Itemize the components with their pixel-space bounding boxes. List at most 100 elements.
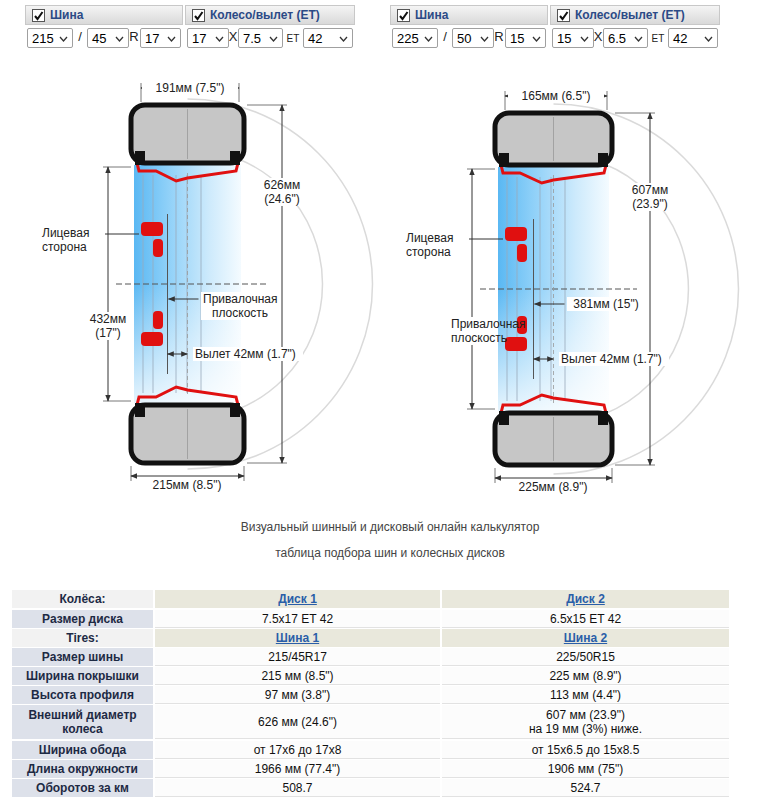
center-line [553,175,554,403]
dimension-label: 191мм (7.5") [142,81,238,95]
checkbox-tick [560,12,568,19]
center-line [480,289,637,290]
select-value: 42 [308,31,322,46]
select-box: 42 [668,28,718,48]
option-header: Шина [390,5,548,25]
tire-section [131,405,244,463]
dropdown-chevron [168,37,175,41]
tire-center [553,117,554,161]
select-value: 15 [510,31,524,46]
table-value: 215/45R17 [268,650,327,664]
table-cell: Tires: [12,629,153,647]
table-cell: Диск 2 [442,590,729,608]
checkbox [397,9,410,22]
disc-section [517,244,527,262]
select-value: 6.5 [608,31,626,46]
table-value: 524.7 [570,781,600,795]
table-cell: Размер диска [12,610,153,628]
leader-line [105,234,139,235]
table-cell: 6.5x15 ET 42 [442,610,729,628]
disc-section [153,239,163,257]
checkbox [32,9,45,22]
table-heading: Диск 2 [566,592,605,606]
dropdown-arrow [634,36,643,42]
dimension-label: 432мм (17") [85,312,131,340]
dimension-line [650,113,651,465]
table-heading: Размер диска [42,612,123,626]
offset-arrow [168,354,188,355]
select-box: 17 [140,28,181,48]
dropdown-chevron [533,37,540,41]
mounting-plane [533,219,534,379]
checkbox-tick [35,12,43,19]
dropdown-chevron [340,37,347,41]
table-cell: Внешний диаметр колеса [12,705,153,739]
select-box: 15 [552,28,594,48]
table-cell: Оборотов за км [12,779,153,797]
table-cell: 215 мм (8.5") [155,667,440,685]
dimension-label: 225мм (8.9") [503,480,603,494]
extension-line [131,466,132,481]
table-heading: Диск 1 [278,592,317,606]
dimension-label: Вылет 42мм (1.7") [193,347,303,361]
select-value: 215 [32,31,54,46]
table-heading: Длина окружности [27,762,138,776]
table-cell: Ширина покрышки [12,667,153,685]
tire-center [187,409,188,459]
tire-bead [230,403,240,417]
table-value: 215 мм (8.5") [261,669,333,683]
size-separator: / [73,30,87,44]
header-label: Шина [415,8,448,22]
size-separator: ET [283,32,303,46]
table-cell: 626 мм (24.6") [155,705,440,739]
table-cell: 508.7 [155,779,440,797]
tire-bead [135,403,145,417]
select-value: 15 [557,31,571,46]
dropdown-arrow [532,36,541,42]
table-value: 508.7 [282,781,312,795]
extension-line [467,169,495,170]
option-header: Колесо/вылет (ET) [550,5,720,25]
select-box: 225 [392,28,438,48]
extension-line [495,468,496,483]
dimension-label: Привалочная плоскость [201,292,279,320]
table-heading: Высота профиля [31,688,134,702]
extension-line [244,466,245,481]
table-cell: 97 мм (3.8") [155,686,440,704]
dropdown-arrow [59,36,68,42]
dropdown-arrow [115,36,124,42]
checkbox-tick [400,12,408,19]
extension-line [239,83,240,102]
offset-arrow [534,359,554,360]
table-heading: Колёса: [59,592,105,606]
option-header: Шина [25,5,183,25]
dimension-line [472,169,473,409]
header-label: Колесо/вылет (ET) [575,8,685,22]
table-cell: 113 мм (4.4") [442,686,729,704]
dimension-line [131,476,244,477]
dropdown-chevron [116,37,123,41]
extension-line [103,401,131,402]
tire-section [495,413,612,465]
table-cell: 1906 мм (75") [442,760,729,778]
table-value: 607 мм (23.9") [546,708,625,722]
table-value: 7.5x17 ET 42 [262,612,333,626]
caption-text: Визуальный шинный и дисковый онлайн каль… [180,520,600,534]
table-heading: Внешний диаметр колеса [16,708,149,736]
dropdown-chevron [425,37,432,41]
select-box: 215 [27,28,73,48]
table-cell: Шина 1 [155,629,440,647]
dimension-label: 215мм (8.5") [137,478,237,492]
dropdown-chevron [60,37,67,41]
select-box: 6.5 [603,28,648,48]
table-cell: 1966 мм (77.4") [155,760,440,778]
dimension-label: 607мм (23.9") [624,183,676,211]
rim-profile [137,387,238,405]
dropdown-chevron [481,37,488,41]
select-value: 42 [673,31,687,46]
leader-line [169,299,199,300]
extension-line [505,91,506,110]
disc-section [141,222,163,236]
dropdown-arrow [704,36,713,42]
tire-section [495,113,612,165]
